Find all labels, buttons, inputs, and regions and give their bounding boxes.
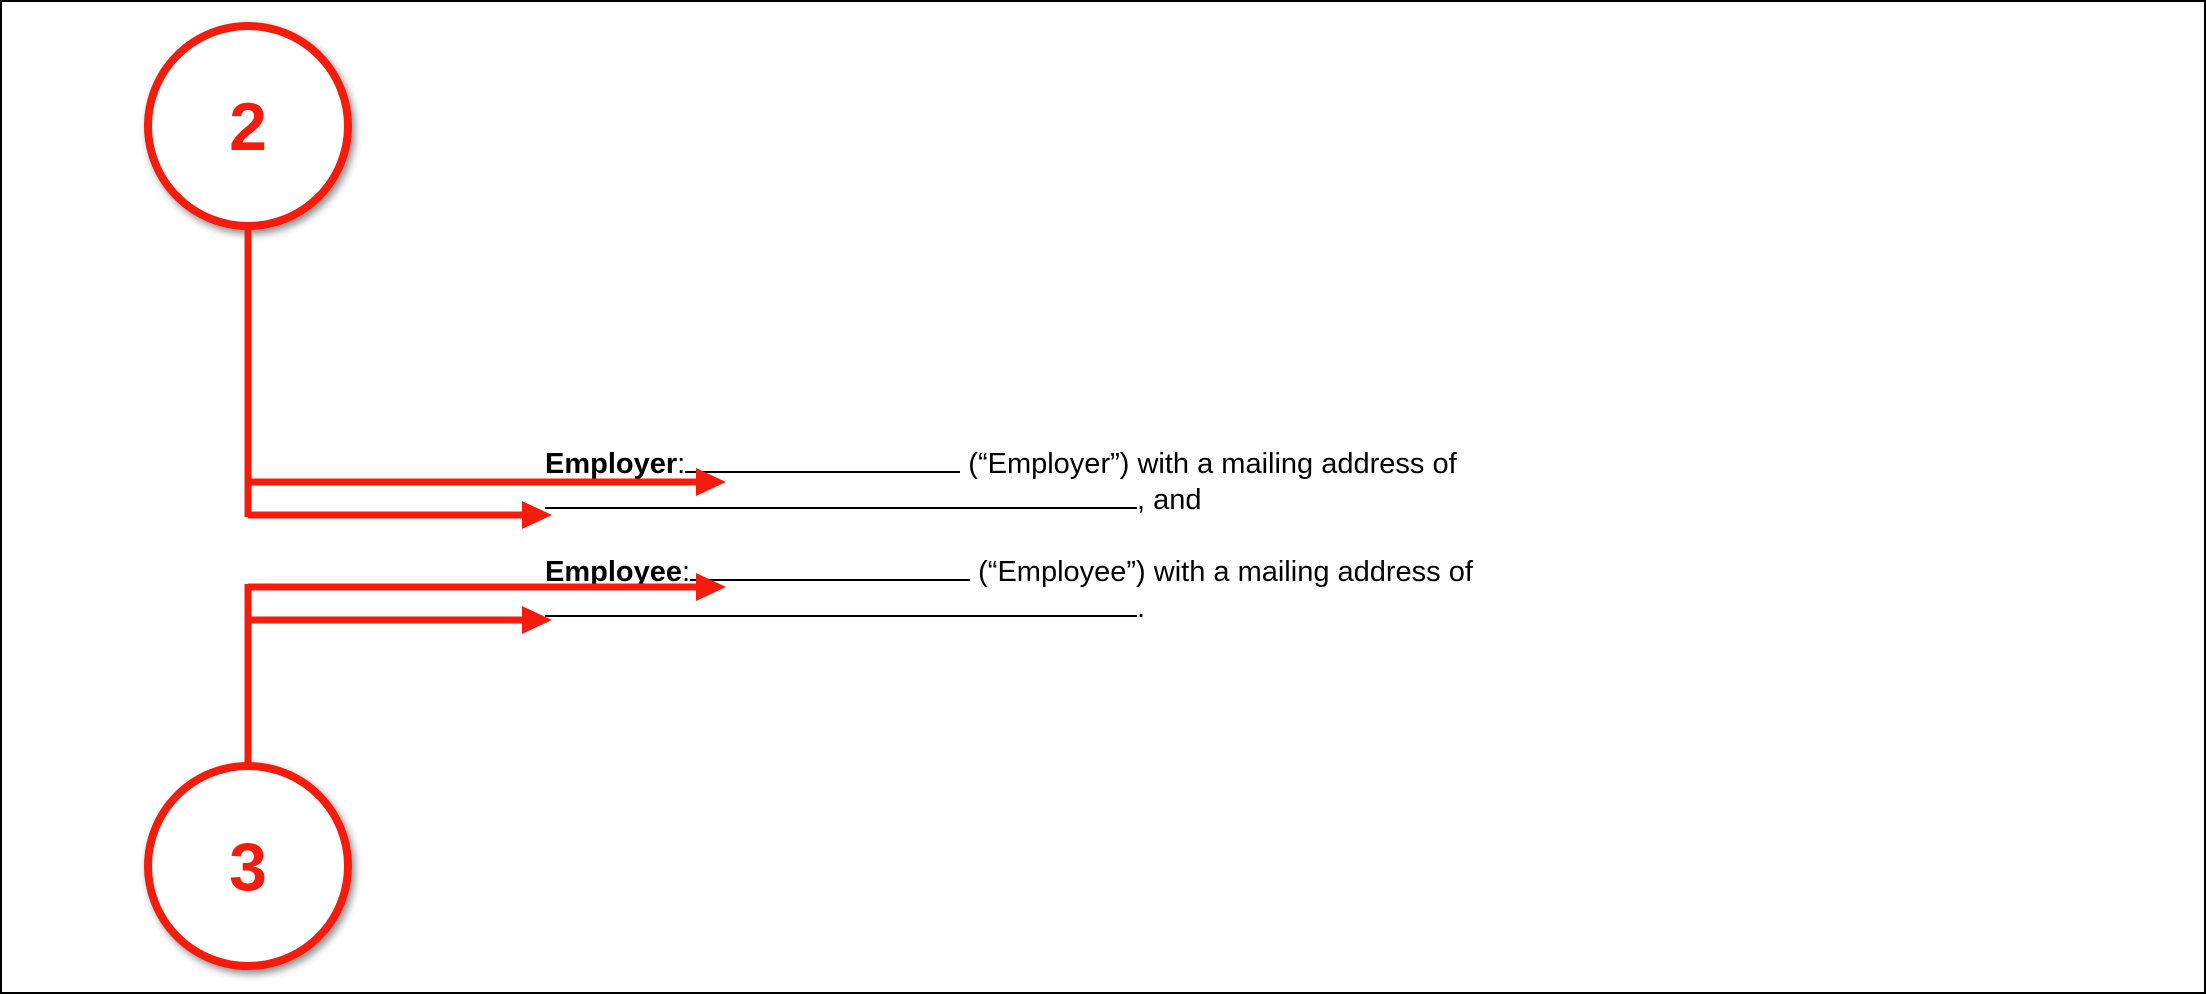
employee-address-line: . bbox=[545, 589, 1145, 626]
employee-name-blank[interactable] bbox=[690, 553, 971, 581]
employee-address-blank[interactable] bbox=[545, 589, 1137, 617]
callout-3-arrow-1-head bbox=[696, 573, 726, 601]
employer-address-suffix: , and bbox=[1137, 484, 1202, 516]
callout-3-arrow-2-head bbox=[522, 606, 552, 634]
callout-2-arrow-1-head bbox=[696, 468, 726, 496]
employer-address-blank[interactable] bbox=[545, 481, 1137, 509]
employee-address-suffix: . bbox=[1137, 592, 1146, 624]
employer-label: Employer bbox=[545, 448, 678, 480]
callout-3-circle bbox=[144, 762, 352, 970]
employer-name-blank[interactable] bbox=[685, 445, 961, 473]
callout-2-arrow-2-head bbox=[522, 501, 552, 529]
callout-2: 2 bbox=[144, 22, 726, 529]
employer-name-line: Employer: (“Employer”) with a mailing ad… bbox=[545, 445, 1457, 482]
callout-2-number: 2 bbox=[229, 89, 267, 165]
callout-3-number: 3 bbox=[229, 829, 267, 905]
employee-colon: : bbox=[682, 556, 691, 588]
employer-address-line: , and bbox=[545, 481, 1202, 518]
callout-3: 3 bbox=[144, 573, 726, 970]
employer-role-text: (“Employer”) with a mailing address of bbox=[968, 448, 1457, 480]
employee-name-line: Employee: (“Employee”) with a mailing ad… bbox=[545, 553, 1473, 590]
employee-label: Employee bbox=[545, 556, 682, 588]
employer-colon: : bbox=[677, 448, 686, 480]
employee-role-text: (“Employee”) with a mailing address of bbox=[978, 556, 1473, 588]
